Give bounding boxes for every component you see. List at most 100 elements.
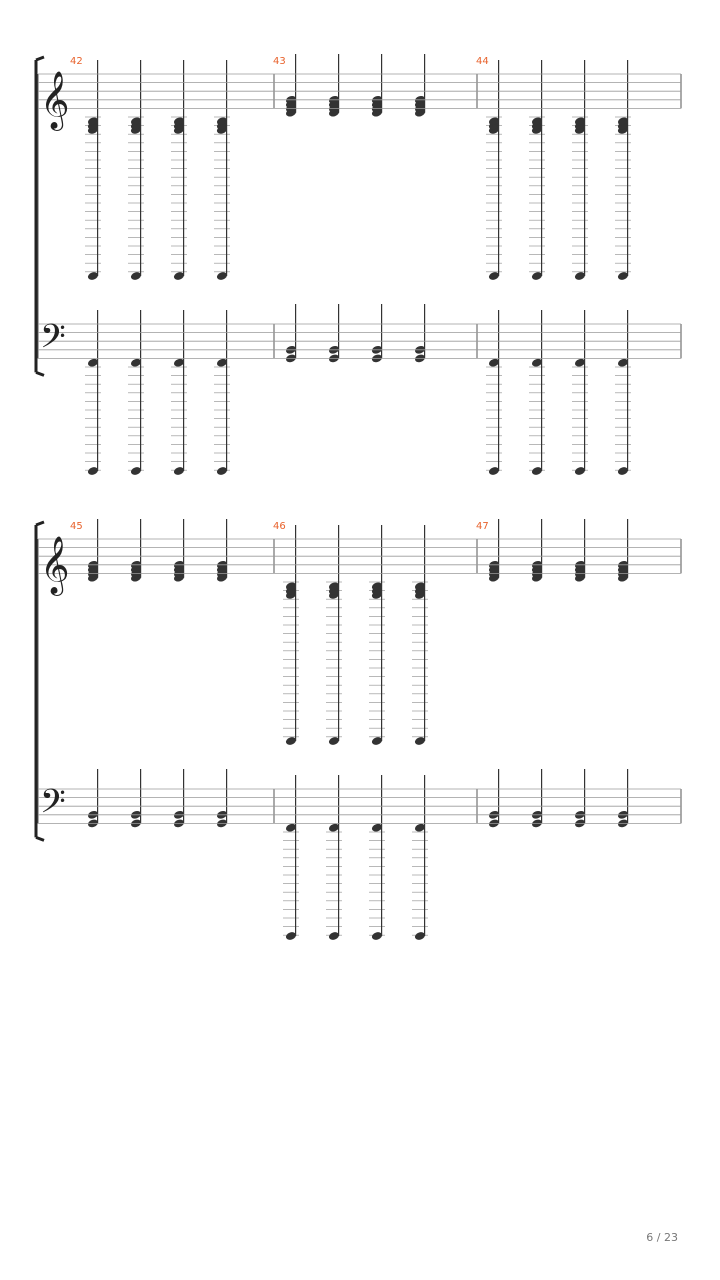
measure-number: 47 [476, 521, 489, 532]
notehead [130, 467, 142, 475]
measure-42: 42 [70, 56, 230, 475]
notehead [216, 117, 228, 126]
chord [214, 60, 230, 280]
notehead [531, 117, 543, 126]
chord [283, 775, 299, 940]
chord [328, 54, 340, 117]
notehead [216, 358, 228, 367]
notehead [328, 582, 340, 591]
chord [214, 310, 230, 475]
notehead [574, 117, 586, 126]
measure-44: 44 [476, 56, 631, 475]
notehead [328, 932, 340, 940]
chord [617, 769, 629, 828]
notehead [531, 272, 543, 280]
notehead [574, 358, 586, 367]
bass-staff [38, 788, 681, 824]
notehead [371, 582, 383, 591]
notehead [173, 272, 185, 280]
bass-clef-icon: 𝄢 [40, 318, 66, 364]
chord [128, 60, 144, 280]
chord [326, 775, 342, 940]
notehead [414, 932, 426, 940]
measure-number: 44 [476, 56, 489, 67]
measure-number: 46 [273, 521, 286, 532]
measure-number: 45 [70, 521, 83, 532]
notehead [371, 932, 383, 940]
chord [414, 304, 426, 363]
notehead [488, 117, 500, 126]
chord [529, 60, 545, 280]
measure-number: 43 [273, 56, 286, 67]
notehead [87, 117, 99, 126]
notehead [216, 467, 228, 475]
measure-46: 46 [273, 521, 428, 940]
system-bracket [34, 520, 45, 842]
chord [369, 775, 385, 940]
notehead [414, 737, 426, 745]
treble-clef-icon: 𝄞 [40, 535, 70, 596]
notehead [414, 823, 426, 832]
chord [171, 310, 187, 475]
chord [216, 769, 228, 828]
measure-number: 42 [70, 56, 83, 67]
notehead [216, 272, 228, 280]
chord [412, 775, 428, 940]
chord [572, 310, 588, 475]
notehead [488, 272, 500, 280]
chord [85, 310, 101, 475]
treble-staff [38, 73, 681, 109]
notehead [87, 358, 99, 367]
measure-47: 47 [476, 519, 629, 828]
chord [574, 769, 586, 828]
chord [87, 769, 99, 828]
chord [171, 60, 187, 280]
chord [615, 310, 631, 475]
notehead [173, 117, 185, 126]
chord [371, 304, 383, 363]
notehead [371, 737, 383, 745]
chord [486, 310, 502, 475]
treble-staff [38, 538, 681, 574]
system-1: 42 43 44 [34, 54, 682, 475]
page-number: 6 / 23 [646, 1231, 678, 1244]
notehead [87, 272, 99, 280]
chord [130, 519, 142, 582]
measure-43: 43 [273, 54, 426, 363]
notehead [488, 358, 500, 367]
notehead [328, 737, 340, 745]
notehead [371, 823, 383, 832]
notehead [285, 737, 297, 745]
notehead [617, 117, 629, 126]
bass-clef-icon: 𝄢 [40, 783, 66, 829]
notehead [617, 272, 629, 280]
notehead [414, 582, 426, 591]
chord [285, 304, 297, 363]
chord [328, 304, 340, 363]
treble-clef-icon: 𝄞 [40, 70, 70, 131]
notehead [531, 358, 543, 367]
notehead [87, 467, 99, 475]
chord [615, 60, 631, 280]
chord [173, 769, 185, 828]
notehead [173, 358, 185, 367]
notehead [285, 932, 297, 940]
chord [326, 525, 342, 745]
bass-staff [38, 323, 681, 359]
system-2: 45 46 47 [34, 519, 682, 940]
notehead [488, 467, 500, 475]
notehead [130, 358, 142, 367]
chord [486, 60, 502, 280]
chord [283, 525, 299, 745]
notehead [574, 467, 586, 475]
chord [85, 60, 101, 280]
chord [572, 60, 588, 280]
notehead [531, 467, 543, 475]
measure-45: 45 [70, 519, 228, 828]
notehead [173, 467, 185, 475]
chord [128, 310, 144, 475]
notehead [617, 358, 629, 367]
chord [369, 525, 385, 745]
chord [285, 54, 297, 117]
